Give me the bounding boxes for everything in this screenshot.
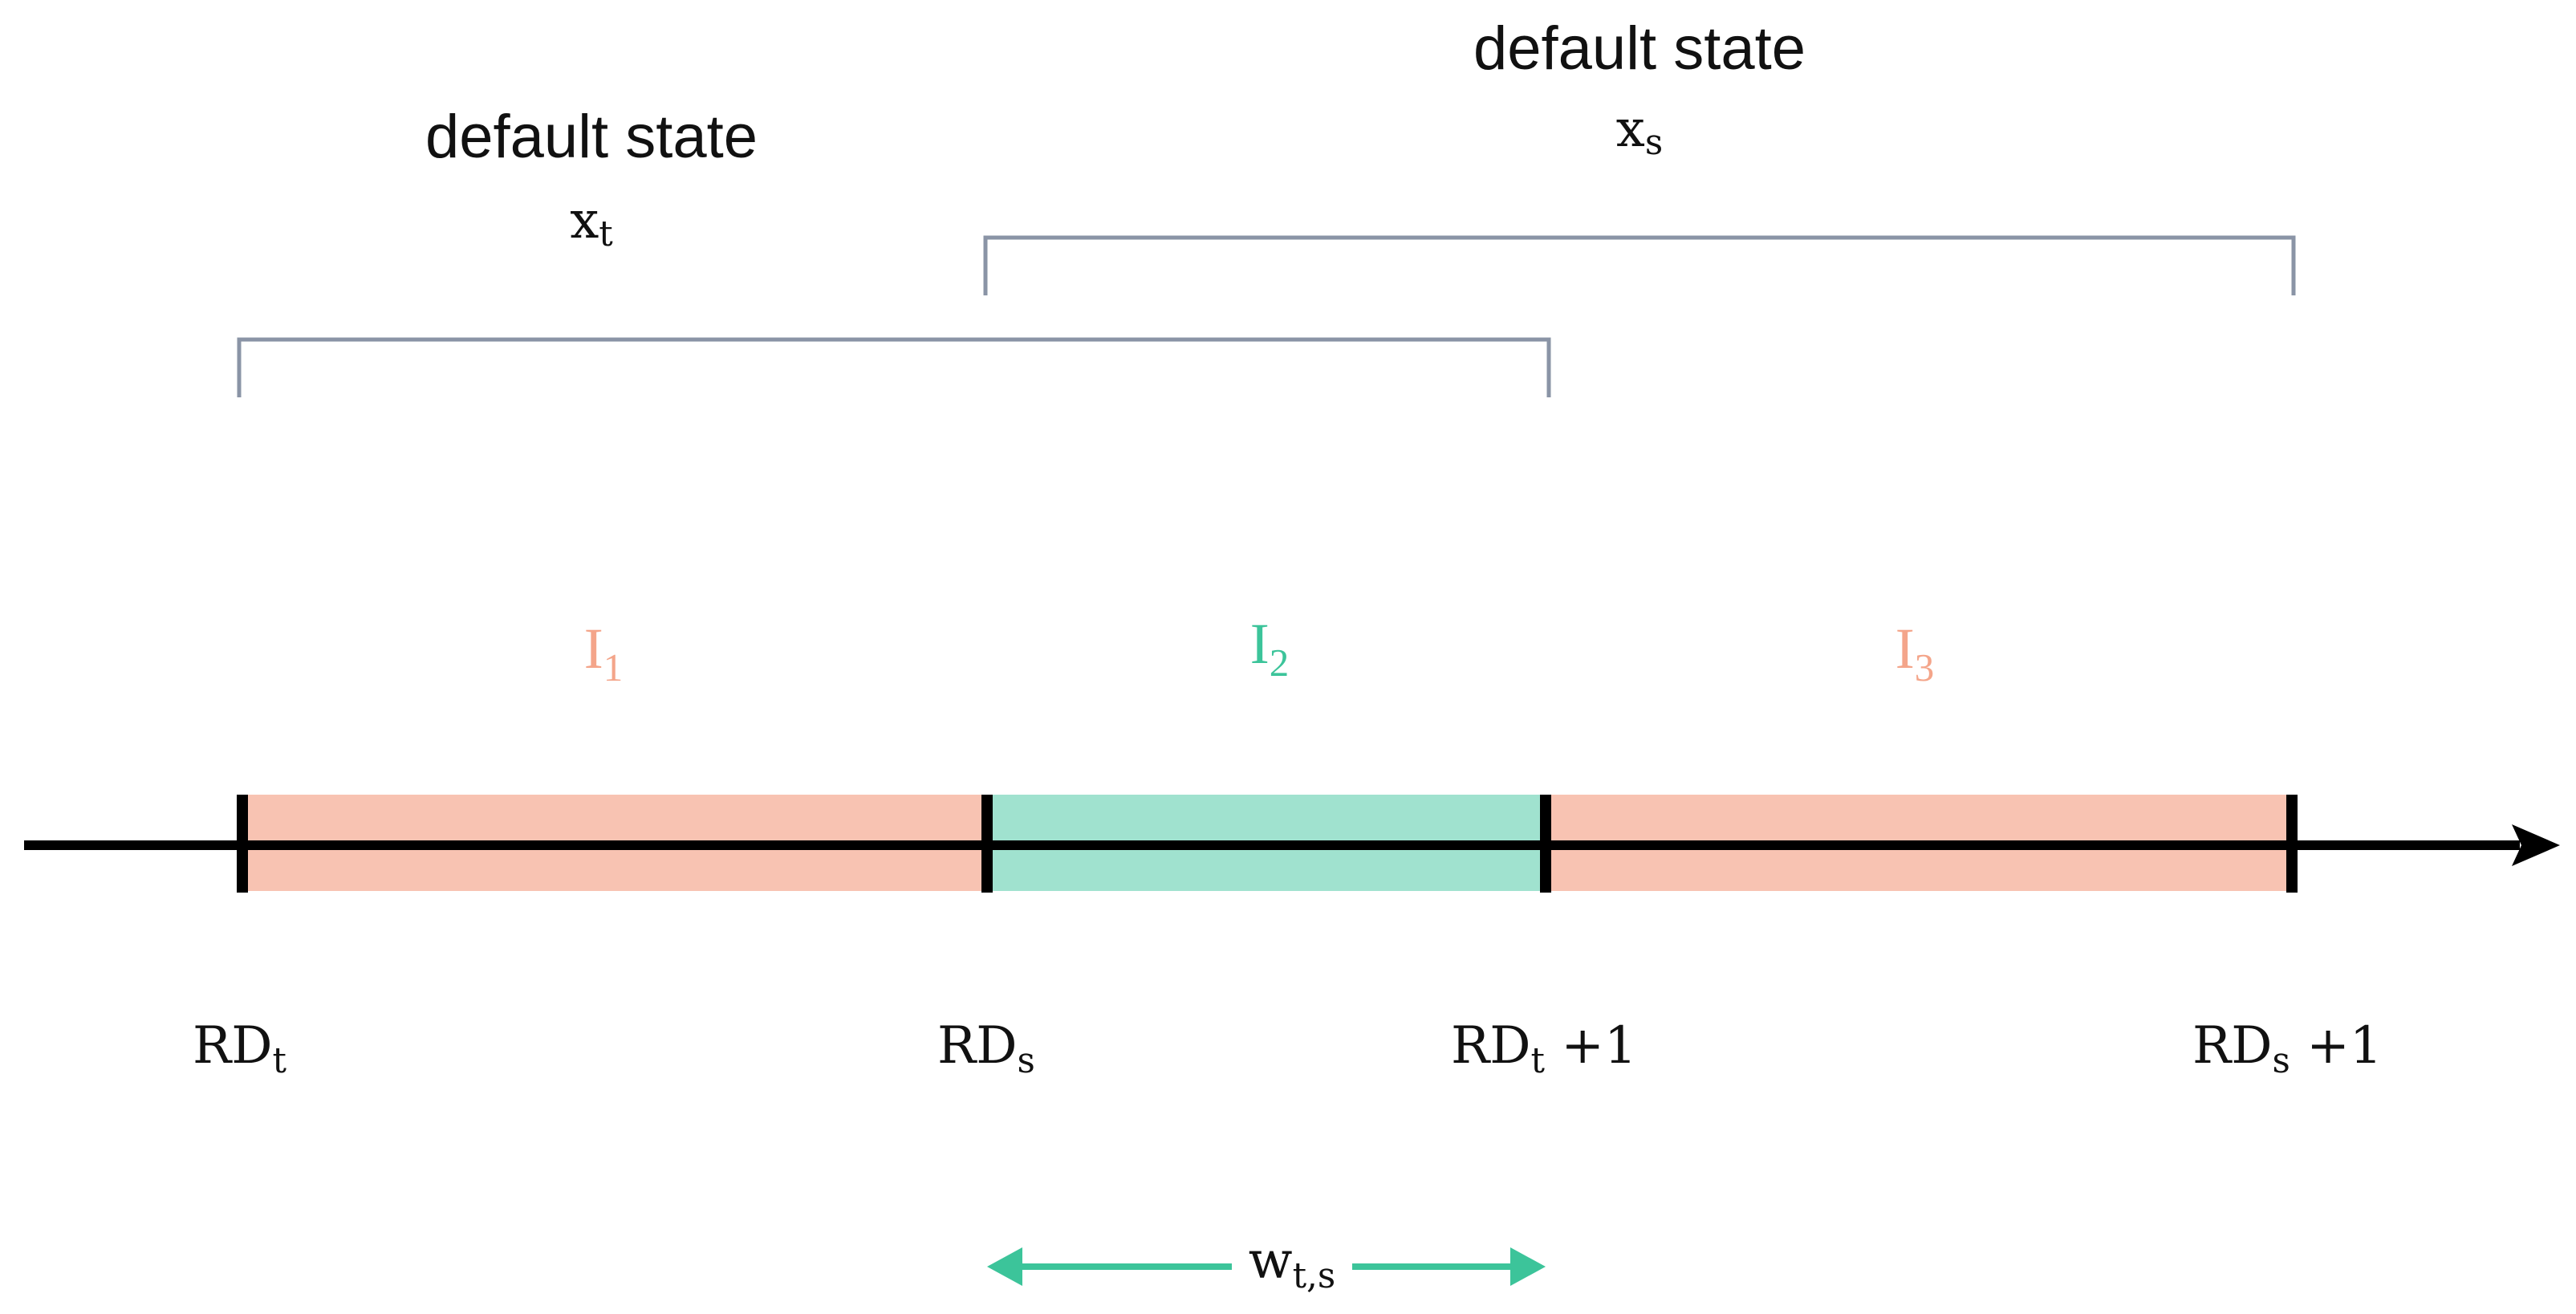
- default-state-xs-title: default state: [1473, 14, 1806, 83]
- width-arrow-left-head: [987, 1247, 1022, 1286]
- axis-label-rd-t: RDt: [193, 1016, 287, 1081]
- interval-1-label: I1: [584, 616, 623, 690]
- bracket-xs: [983, 235, 2296, 295]
- interval-3-label: I3: [1895, 616, 1934, 690]
- axis-label-rd-t-plus-1: RDt +1: [1451, 1016, 1637, 1081]
- width-arrow-right-head: [1510, 1247, 1546, 1286]
- default-state-xt-title: default state: [425, 103, 758, 171]
- default-state-xs-var: xs: [1616, 100, 1663, 163]
- default-state-xt-var: xt: [570, 191, 613, 254]
- time-axis-arrowhead: [2512, 824, 2560, 866]
- axis-label-rd-s-plus-1: RDs +1: [2192, 1016, 2383, 1081]
- interval-2-label: I2: [1250, 612, 1289, 685]
- width-label-wts: wt,s: [1249, 1231, 1335, 1296]
- axis-label-rd-s: RDs: [937, 1016, 1035, 1081]
- bracket-xt: [237, 337, 1551, 397]
